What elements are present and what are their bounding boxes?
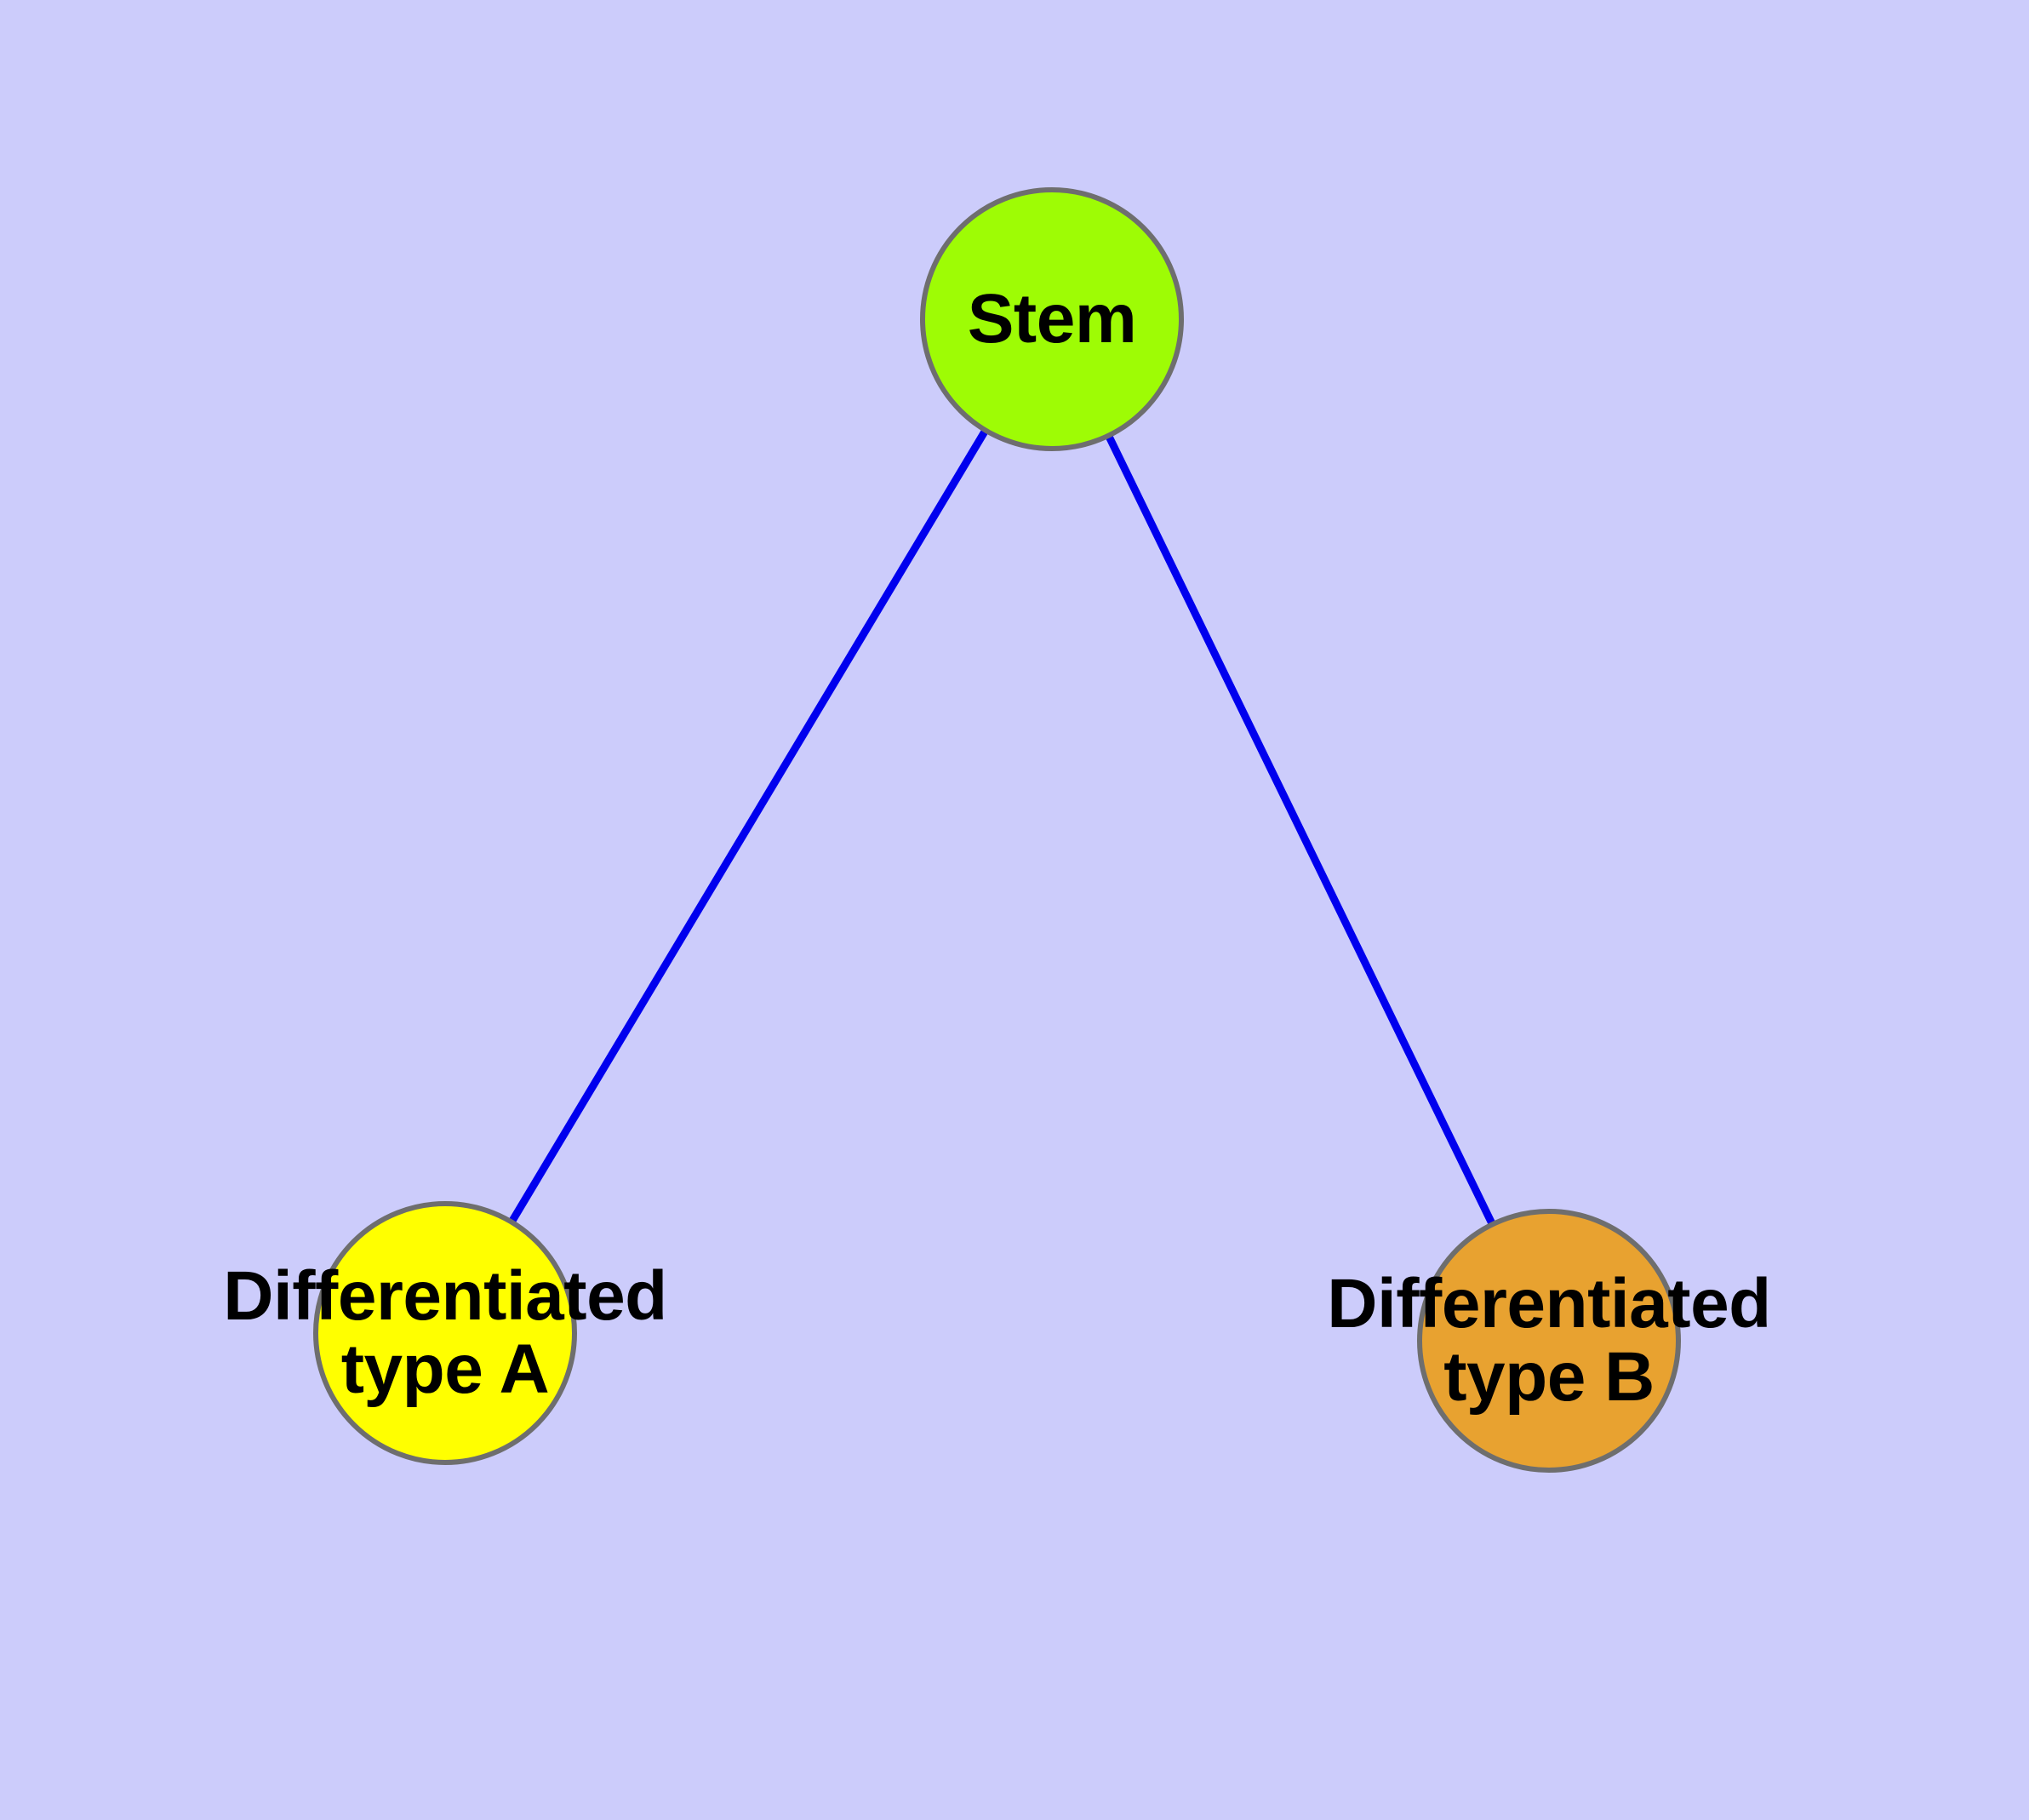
node-stem-circle[interactable] [920, 187, 1184, 451]
edge-stem-to-diff-a[interactable] [441, 315, 1056, 1337]
node-diff-b-circle[interactable] [1417, 1209, 1681, 1473]
node-layer [313, 187, 1681, 1473]
edge-layer [441, 315, 1553, 1345]
edge-stem-to-diff-b[interactable] [1048, 315, 1553, 1345]
node-diff-a-circle[interactable] [313, 1201, 577, 1465]
